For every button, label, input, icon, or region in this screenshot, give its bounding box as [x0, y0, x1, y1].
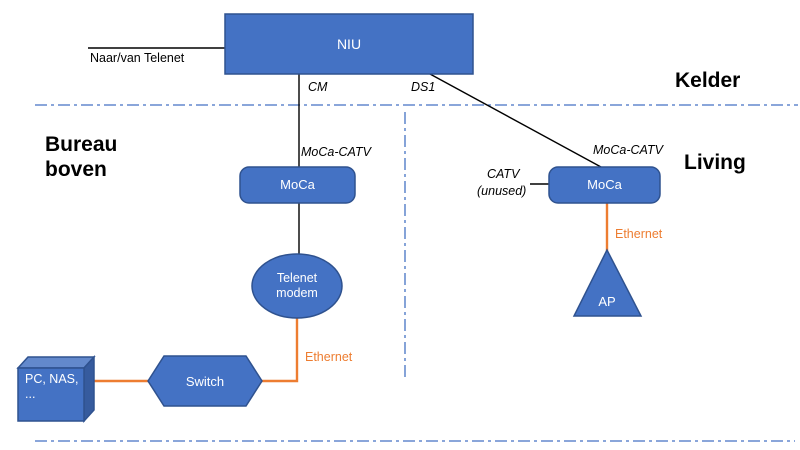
label-ethernet-left: Ethernet	[305, 350, 353, 364]
switch-node-label: Switch	[185, 374, 225, 389]
pc-cube-side-face	[83, 355, 95, 423]
pc-cube-top-face	[16, 356, 96, 369]
switch-hexagon	[147, 355, 263, 407]
moca-left-box	[239, 166, 356, 204]
label-catv: CATV	[487, 167, 520, 181]
ap-node-label: AP	[598, 294, 616, 309]
moca-right-box	[548, 166, 661, 204]
area-label-kelder: Kelder	[675, 69, 741, 92]
pc-nas-node-label: PC, NAS, ...	[25, 372, 79, 401]
label-ethernet-right: Ethernet	[615, 227, 663, 241]
label-cm: CM	[308, 80, 328, 94]
telenet-modem-node-label: Telenet modem	[276, 271, 318, 300]
area-label-living: Living	[684, 151, 746, 174]
niu-node-label: NIU	[336, 36, 362, 52]
ds1-line	[429, 73, 602, 168]
moca-right-node-label: MoCa	[587, 177, 622, 192]
label-ds1: DS1	[411, 80, 436, 94]
area-label-bureau-boven: Bureau boven	[45, 133, 118, 182]
label-naar-van-telenet: Naar/van Telenet	[90, 51, 185, 65]
ap-triangle	[572, 248, 643, 317]
label-moca-catv-left: MoCa-CATV	[301, 145, 371, 159]
modem-to-switch-ethernet-line	[262, 317, 299, 383]
pc-cube-front-face	[17, 367, 85, 422]
niu-box	[224, 13, 474, 75]
moca-left-node-label: MoCa	[280, 177, 315, 192]
label-moca-catv-right: MoCa-CATV	[593, 143, 663, 157]
label-catv-unused: (unused)	[477, 184, 527, 198]
telenet-modem-ellipse	[251, 253, 343, 319]
